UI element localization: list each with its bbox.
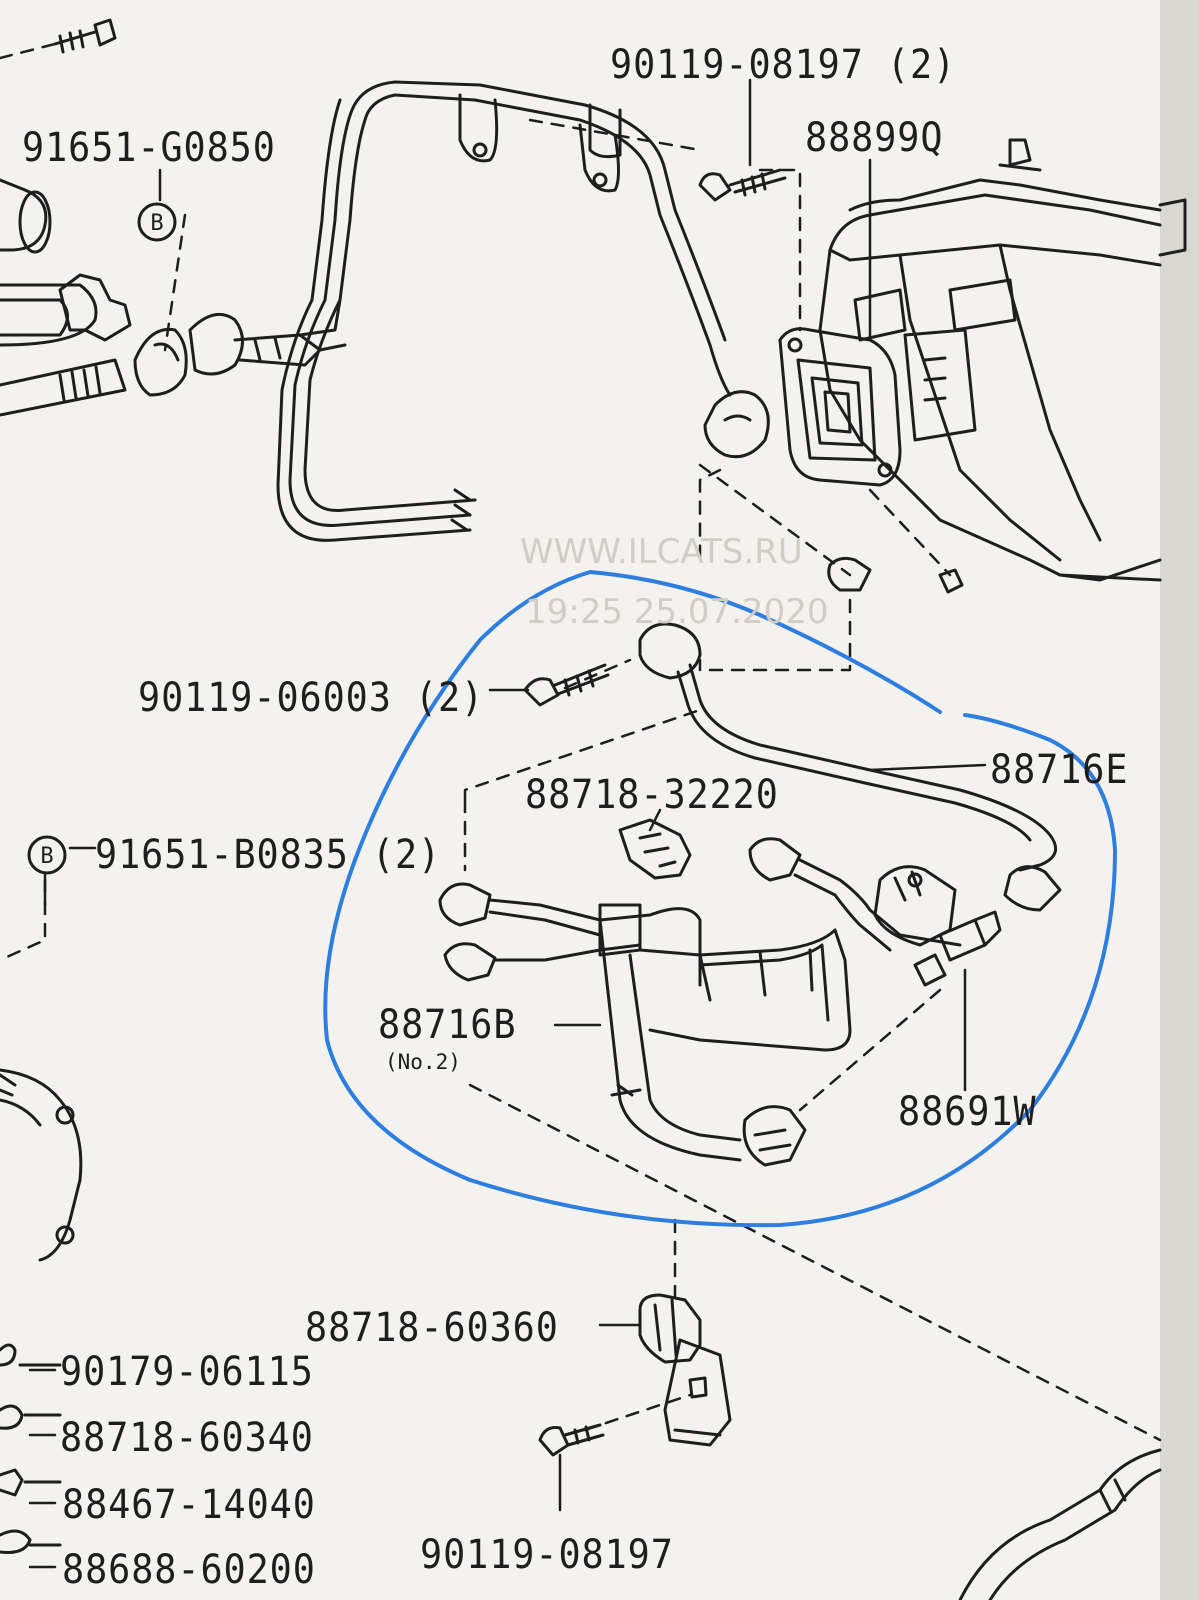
callout-b-left-circle bbox=[27, 835, 67, 875]
bolt-90119-08197-top bbox=[698, 168, 787, 202]
watermark-site: WWW.ILCATS.RU bbox=[520, 532, 803, 572]
label-91651-b0835: 91651-B0835 (2) bbox=[95, 832, 442, 878]
label-88691w: 88691W bbox=[898, 1089, 1037, 1135]
label-88688-60200: 88688-60200 bbox=[62, 1547, 316, 1593]
label-90119-06003: 90119-06003 (2) bbox=[138, 675, 485, 721]
label-88899q: 88899Q bbox=[805, 115, 944, 161]
callout-b-left: B bbox=[40, 844, 53, 869]
label-88718-32220: 88718-32220 bbox=[525, 772, 779, 818]
label-88716e: 88716E bbox=[990, 747, 1129, 793]
callout-b-upper: B bbox=[150, 211, 163, 236]
upper-tube-assembly bbox=[276, 80, 770, 542]
hand-drawn-highlight-circle bbox=[323, 570, 1117, 1228]
label-88716b-no2: (No.2) bbox=[385, 1050, 461, 1074]
parts-diagram-sheet bbox=[0, 0, 1160, 1600]
label-90119-08197-bottom: 90119-08197 bbox=[420, 1532, 674, 1578]
bracket-88718-60360 bbox=[638, 1293, 732, 1447]
lower-right-tube bbox=[958, 1448, 1162, 1600]
left-connector-assembly bbox=[0, 178, 347, 417]
harness-88716e bbox=[638, 622, 1062, 912]
bolt-90119-08197-bottom bbox=[538, 1423, 605, 1457]
label-88467-14040: 88467-14040 bbox=[62, 1482, 316, 1528]
clip-88718-32220 bbox=[618, 818, 692, 880]
bolt-top-left bbox=[53, 18, 117, 54]
housing-88899q bbox=[778, 138, 1187, 594]
callout-b-upper-circle bbox=[137, 202, 177, 242]
valve-88691w bbox=[748, 837, 1002, 987]
label-88718-60340: 88718-60340 bbox=[60, 1415, 314, 1461]
label-88716b: 88716B bbox=[378, 1002, 517, 1048]
harness-88716b bbox=[438, 882, 852, 1167]
lower-left-parts bbox=[0, 1068, 83, 1554]
bolt-90119-06003 bbox=[523, 663, 610, 707]
label-91651-g0850: 91651-G0850 bbox=[22, 125, 276, 171]
dashed-leader-lines bbox=[0, 42, 1162, 1442]
label-leaders bbox=[28, 78, 987, 1569]
label-88718-60360: 88718-60360 bbox=[305, 1305, 559, 1351]
watermark-timestamp: 19:25 25.07.2020 bbox=[525, 592, 829, 632]
label-90179-06115: 90179-06115 bbox=[60, 1349, 314, 1395]
label-90119-08197-top: 90119-08197 (2) bbox=[610, 42, 957, 88]
